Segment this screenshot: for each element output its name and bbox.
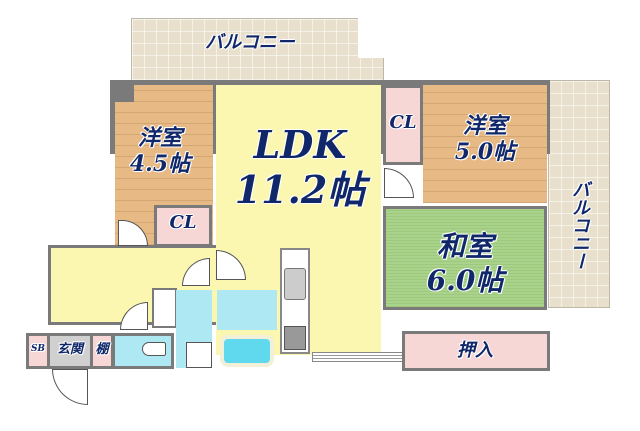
ldk-size: 11.2帖 bbox=[234, 167, 366, 212]
western-room-left-name: 洋室 bbox=[137, 125, 182, 151]
ldk-name: LDK bbox=[253, 122, 347, 167]
cupboard bbox=[312, 352, 404, 362]
shoe-box bbox=[26, 333, 50, 369]
entrance-door[interactable] bbox=[52, 369, 88, 405]
closet-right-label: CL bbox=[389, 112, 417, 133]
washing-machine-icon bbox=[186, 342, 212, 368]
shelf bbox=[90, 333, 114, 369]
bathroom-front bbox=[217, 290, 277, 330]
japanese-room bbox=[383, 206, 547, 310]
closet-left-label: CL bbox=[169, 212, 197, 233]
western-room-right-name: 洋室 bbox=[462, 113, 507, 139]
entrance bbox=[50, 333, 90, 369]
shoe-box-label: SB bbox=[30, 344, 46, 354]
balcony-top-label: バルコニー bbox=[205, 32, 295, 53]
balcony-right-label: バルコニー bbox=[569, 180, 590, 270]
sink-icon bbox=[284, 268, 306, 300]
stove-icon bbox=[284, 326, 306, 350]
door-western-right[interactable] bbox=[384, 168, 414, 198]
oshiire bbox=[402, 331, 550, 371]
bathtub bbox=[220, 335, 274, 367]
toilet-icon bbox=[142, 342, 166, 356]
pillar bbox=[110, 80, 134, 102]
shelf-label: 棚 bbox=[95, 342, 109, 357]
closet-right bbox=[383, 85, 423, 165]
balcony-right bbox=[548, 80, 610, 308]
washroom bbox=[152, 288, 177, 328]
western-room-left-size: 4.5帖 bbox=[129, 151, 191, 177]
balcony-top bbox=[131, 18, 384, 82]
western-room-right-size: 5.0帖 bbox=[454, 139, 516, 165]
japanese-room-size: 6.0帖 bbox=[426, 264, 504, 297]
entrance-label: 玄関 bbox=[56, 342, 83, 357]
balcony-top-step bbox=[358, 18, 384, 58]
japanese-room-name: 和室 bbox=[436, 230, 493, 263]
oshiire-label: 押入 bbox=[457, 340, 493, 361]
closet-left bbox=[154, 205, 212, 247]
western-room-right bbox=[423, 85, 547, 203]
